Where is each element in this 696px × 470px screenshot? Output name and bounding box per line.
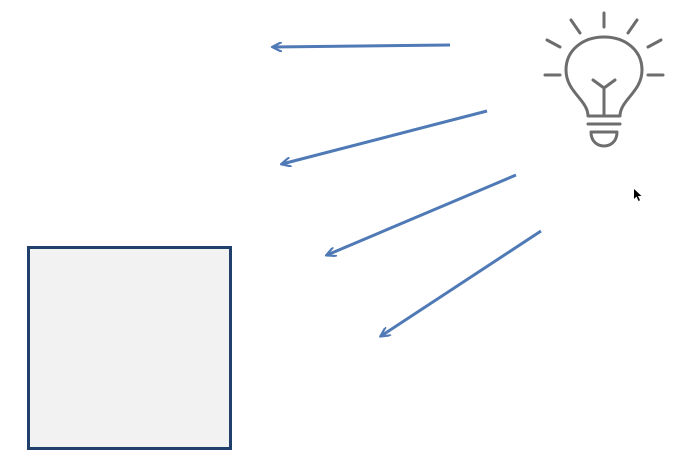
mouse-cursor-icon — [634, 189, 642, 201]
arrows-group — [273, 45, 542, 336]
target-square — [27, 246, 232, 450]
arrow-2 — [282, 109, 488, 164]
arrow-4 — [381, 229, 542, 336]
lightbulb-icon — [543, 11, 665, 148]
arrow-1 — [273, 45, 451, 47]
arrow-3 — [327, 173, 517, 255]
